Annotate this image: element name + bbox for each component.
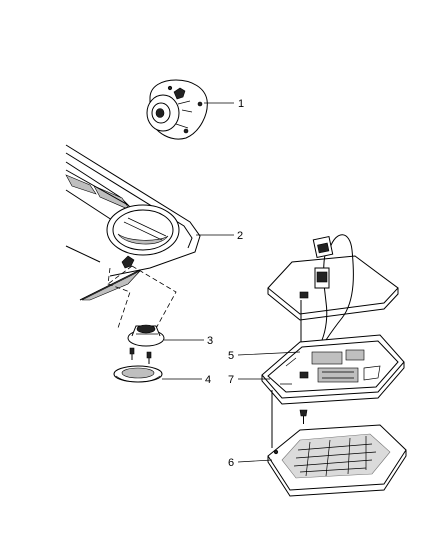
callout-2: 2 — [237, 230, 243, 242]
upper-mounting-bracket — [267, 234, 399, 342]
callout-1: 1 — [238, 98, 244, 110]
callout-6: 6 — [228, 457, 234, 469]
part-5-7-console-frame — [261, 334, 405, 448]
callout-3: 3 — [207, 335, 213, 347]
callout-7: 7 — [228, 374, 234, 386]
part-6-console-cover — [267, 424, 407, 497]
part-4-lens-bezel — [113, 365, 163, 383]
part-2-headliner-panel — [65, 144, 201, 301]
assembly-guide-lines — [107, 265, 177, 333]
part-3-lamp-base — [127, 324, 165, 364]
callout-4: 4 — [205, 374, 211, 386]
callout-5: 5 — [228, 350, 234, 362]
leader-lines — [162, 102, 301, 463]
part-1-housing — [146, 79, 208, 140]
